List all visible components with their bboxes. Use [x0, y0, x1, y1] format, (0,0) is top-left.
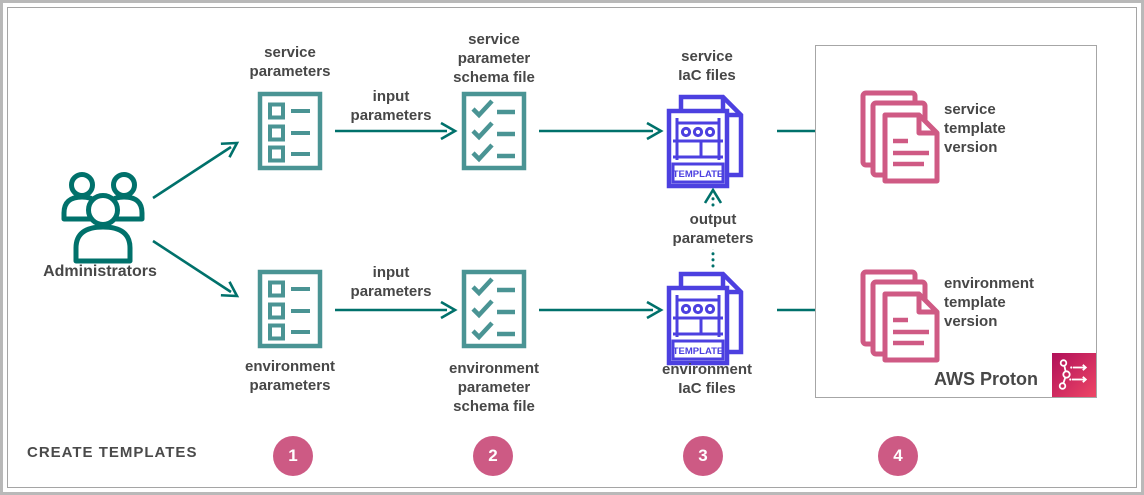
- people-group-icon: [61, 172, 145, 264]
- service-schema-file-icon: [461, 91, 527, 171]
- aws-proton-logo-icon: [1052, 353, 1096, 397]
- environment-template-version-icon: [860, 269, 940, 363]
- template-badge: TEMPLATE: [673, 169, 724, 180]
- create-templates-title: CREATE TEMPLATES: [27, 444, 198, 461]
- aws-proton-box: [815, 45, 1097, 398]
- service-parameters-icon: [257, 91, 323, 171]
- service-iac-label: service IaC files: [678, 48, 736, 84]
- environment-iac-files-icon: TEMPLATE: [666, 271, 744, 366]
- environment-schema-file-icon: [461, 269, 527, 349]
- service-iac-files-icon: TEMPLATE: [666, 94, 744, 189]
- service-template-version-label: service template version: [944, 101, 1006, 156]
- step-badge-3: 3: [683, 436, 723, 476]
- step-badge-2: 2: [473, 436, 513, 476]
- environment-template-version-label: environment template version: [944, 275, 1035, 330]
- environment-parameters-icon: [257, 269, 323, 349]
- environment-parameters-label: environment parameters: [244, 358, 335, 394]
- service-parameters-label: service parameters: [249, 44, 331, 80]
- administrators-label: Administrators: [43, 263, 157, 280]
- output-parameters-label: output parameters: [643, 209, 783, 249]
- template-badge: TEMPLATE: [673, 346, 724, 357]
- service-schema-label: service parameter schema file: [453, 31, 535, 86]
- service-template-version-icon: [860, 90, 940, 184]
- environment-schema-label: environment parameter schema file: [448, 360, 539, 415]
- aws-proton-label: AWS Proton: [934, 369, 1038, 389]
- step-badge-4: 4: [878, 436, 918, 476]
- input-parameters-label-bottom: input parameters: [350, 264, 432, 300]
- environment-iac-label: environment IaC files: [661, 361, 752, 397]
- step-badge-1: 1: [273, 436, 313, 476]
- input-parameters-label-top: input parameters: [350, 88, 432, 124]
